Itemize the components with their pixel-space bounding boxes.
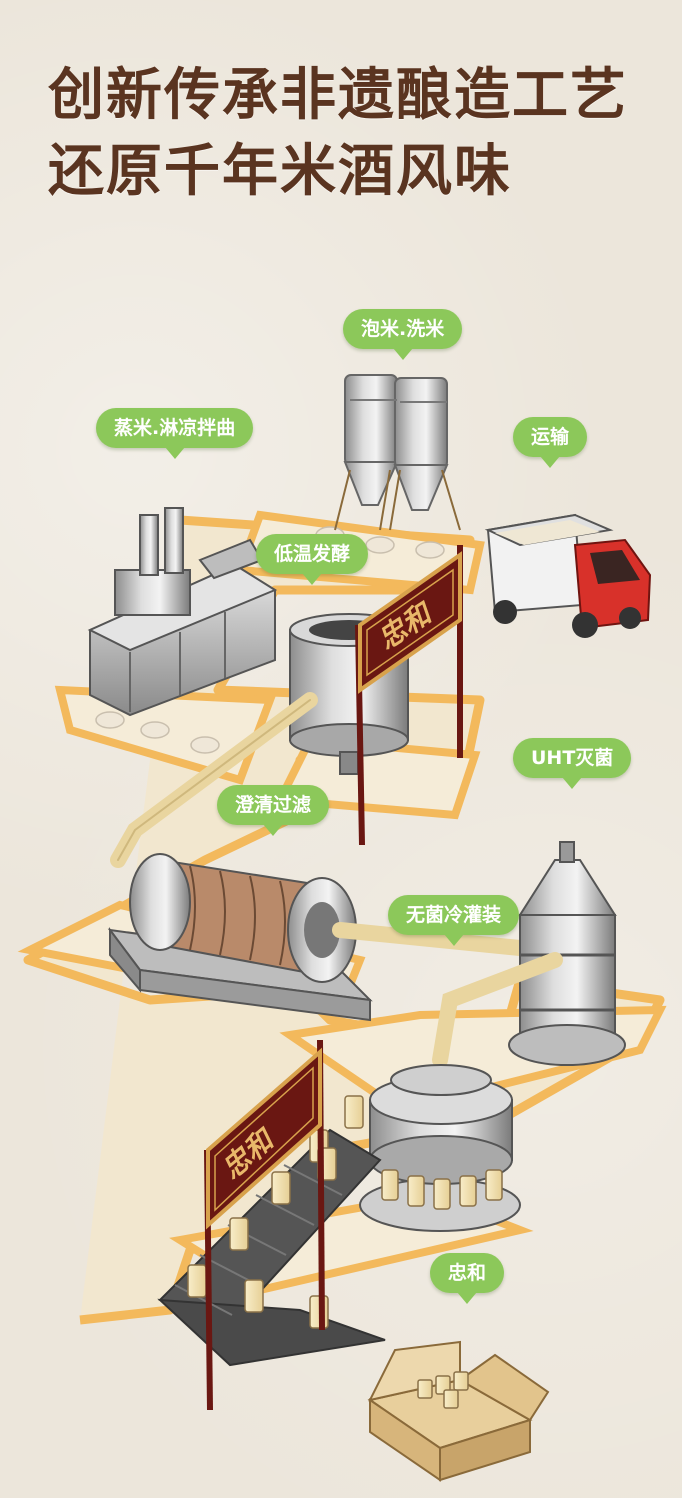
rice-silos: [334, 374, 461, 531]
steaming-machine: [87, 507, 278, 717]
tag-transport: 运输: [513, 417, 588, 468]
tag-steam-cool-mix: 蒸米.淋凉拌曲: [96, 408, 254, 459]
tag-clarify-filter: 澄清过滤: [217, 785, 330, 836]
tag-brand: 忠和: [430, 1253, 505, 1304]
tag-soak-wash-rice: 泡米.洗米: [343, 309, 463, 360]
truck: [484, 513, 652, 638]
tag-uht-sterilize: UHT灭菌: [513, 738, 632, 789]
uht-sterilizer: [508, 841, 626, 1066]
brand-banner-lower: 忠和: [204, 1039, 325, 1411]
pipe-filter-to-uht: [332, 922, 528, 956]
filling-machine: [359, 1064, 521, 1232]
filter-drum: [107, 853, 373, 1022]
headline: 创新传承非遗酿造工艺 还原千年米酒风味: [48, 58, 628, 210]
shipping-box: [367, 1340, 550, 1482]
bottling-conveyor: [157, 1095, 386, 1367]
headline-line-1: 创新传承非遗酿造工艺: [48, 63, 628, 128]
pipe-uht-to-filler: [432, 952, 563, 1068]
tag-low-temp-ferment: 低温发酵: [256, 534, 369, 585]
headline-line-2: 还原千年米酒风味: [48, 139, 512, 204]
fermentation-tank: [289, 613, 409, 775]
tag-aseptic-cold-fill: 无菌冷灌装: [388, 895, 520, 946]
